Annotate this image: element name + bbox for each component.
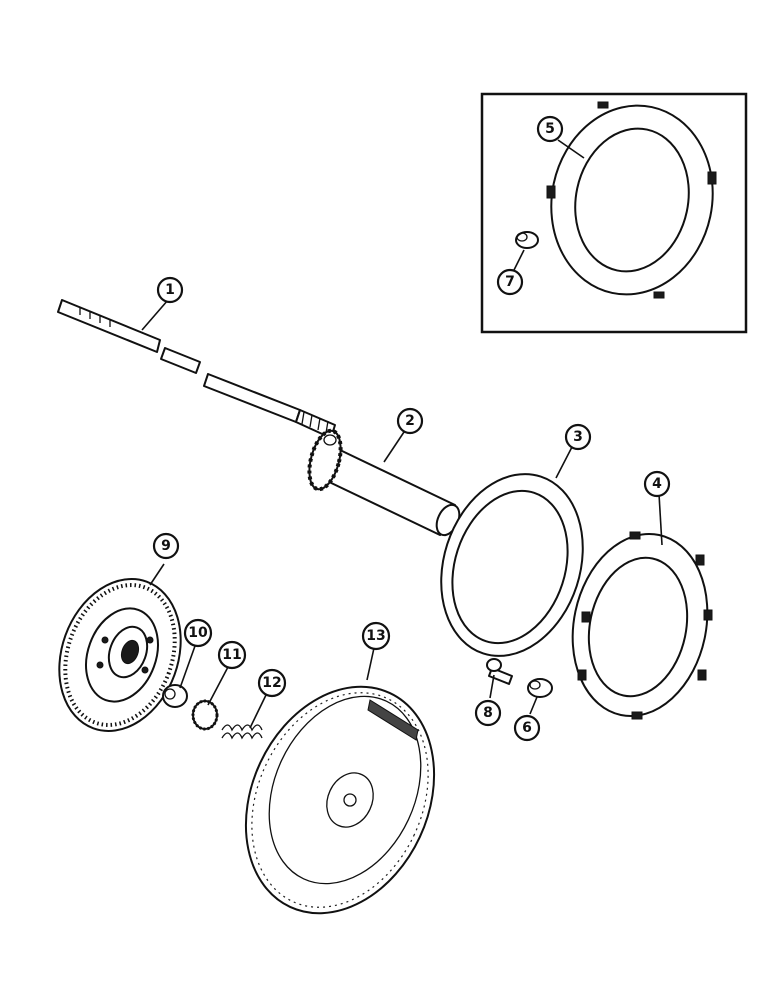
- svg-text:13: 13: [366, 628, 385, 644]
- svg-text:4: 4: [652, 476, 662, 492]
- small-gear: [191, 699, 219, 731]
- callout-3: 3: [564, 423, 592, 451]
- toothed-plate: [571, 531, 713, 720]
- bolt: [486, 658, 513, 685]
- callout-4: 4: [643, 470, 671, 498]
- svg-text:9: 9: [161, 538, 171, 554]
- svg-text:8: 8: [483, 705, 493, 721]
- inset-panel: [480, 92, 748, 334]
- svg-text:7: 7: [505, 274, 515, 290]
- separator-plate-inset: [546, 101, 717, 299]
- callout-12: 12: [257, 668, 287, 698]
- spring: [221, 724, 263, 740]
- svg-text:11: 11: [222, 647, 241, 663]
- clutch-disc: [58, 578, 182, 732]
- callout-5: 5: [536, 115, 564, 143]
- callout-13: 13: [361, 621, 391, 651]
- svg-text:6: 6: [522, 720, 532, 736]
- steel-plate: [440, 473, 584, 657]
- callout-6: 6: [513, 714, 541, 742]
- callout-9: 9: [152, 532, 180, 560]
- svg-text:1: 1: [165, 282, 175, 298]
- callout-10: 10: [183, 618, 213, 648]
- callout-11: 11: [217, 640, 247, 670]
- svg-text:3: 3: [573, 429, 583, 445]
- hub: [162, 684, 188, 708]
- input-shaft: [57, 299, 336, 439]
- flywheel: [244, 685, 436, 915]
- svg-text:2: 2: [405, 413, 415, 429]
- leader-lines: [141, 139, 663, 729]
- callout-2: 2: [396, 407, 424, 435]
- pto-shaft-gear: [307, 428, 461, 537]
- svg-text:10: 10: [188, 625, 208, 641]
- callout-1: 1: [156, 276, 184, 304]
- svg-text:5: 5: [545, 121, 555, 137]
- bushing: [527, 678, 553, 698]
- callout-7: 7: [496, 268, 524, 296]
- svg-text:12: 12: [262, 675, 281, 691]
- bushing-inset: [515, 231, 539, 249]
- callout-8: 8: [474, 699, 502, 727]
